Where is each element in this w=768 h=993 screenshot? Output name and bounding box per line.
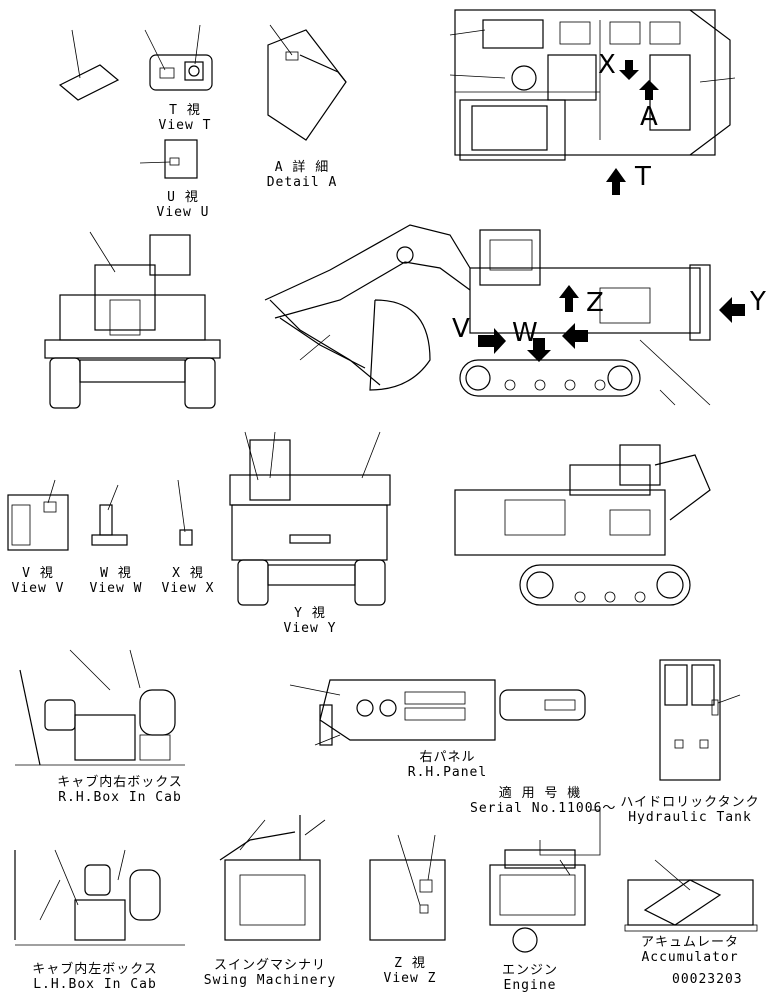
arrow-letter-x: X <box>598 50 617 80</box>
caption-view-w-en: View W <box>89 581 143 596</box>
hydraulic-tank-sketch <box>659 659 741 781</box>
caption-serial-en: Serial No.11006～ <box>470 801 617 816</box>
caption-accumulator-en: Accumulator <box>641 950 739 965</box>
caption-detail-a-en: Detail A <box>266 175 338 190</box>
plan-view-machine <box>449 9 736 195</box>
caption-view-y: Y 視 View Y <box>280 606 340 636</box>
arrow-letter-v: V <box>452 314 471 344</box>
caption-lh-box-jp: キャブ内左ボックス <box>32 962 158 977</box>
caption-view-y-jp: Y 視 <box>294 606 326 621</box>
caption-view-z: Z 視 View Z <box>375 956 445 986</box>
view-y-rear <box>229 431 391 606</box>
view-w-sketch <box>91 484 128 546</box>
rh-panel-sketch <box>289 679 586 746</box>
caption-view-z-en: View Z <box>383 971 437 986</box>
detail-a-sketch <box>267 24 347 141</box>
caption-view-z-jp: Z 視 <box>394 956 426 971</box>
caption-rh-box-jp: キャブ内右ボックス <box>57 775 183 790</box>
caption-view-v-jp: V 視 <box>22 566 54 581</box>
caption-view-x: X 視 View X <box>158 566 218 596</box>
side-view-excavator <box>264 224 745 406</box>
caption-rh-box-en: R.H.Box In Cab <box>58 790 182 805</box>
caption-serial: 適 用 号 機 Serial No.11006～ <box>470 786 617 816</box>
caption-swing-en: Swing Machinery <box>203 973 337 988</box>
lh-box-sketch <box>14 849 185 946</box>
view-v-sketch <box>7 479 69 551</box>
caption-accumulator-jp: アキュムレータ <box>640 935 739 950</box>
caption-view-w-jp: W 視 <box>100 566 132 581</box>
caption-engine-en: Engine <box>503 978 557 993</box>
caption-detail-a-jp: A 詳 細 <box>274 160 330 175</box>
view-t-sketch <box>144 24 213 91</box>
caption-lh-box: キャブ内左ボックス L.H.Box In Cab <box>25 962 165 992</box>
caption-serial-jp: 適 用 号 機 <box>498 786 582 801</box>
caption-view-t-en: View T <box>158 118 212 133</box>
view-z-sketch <box>369 834 446 941</box>
caption-view-y-en: View Y <box>283 621 337 636</box>
caption-view-v: V 視 View V <box>8 566 68 596</box>
caption-detail-a: A 詳 細 Detail A <box>262 160 342 190</box>
caption-accumulator: アキュムレータ Accumulator <box>625 935 755 965</box>
caption-engine: エンジン Engine <box>495 963 565 993</box>
caption-lh-box-en: L.H.Box In Cab <box>33 977 157 992</box>
caption-hyd-tank: ハイドロリックタンク Hydraulic Tank <box>620 795 760 825</box>
caption-view-v-en: View V <box>11 581 65 596</box>
caption-view-t: T 視 View T <box>150 103 220 133</box>
swing-machinery-sketch <box>219 815 326 941</box>
caption-view-u: U 視 View U <box>148 190 218 220</box>
caption-view-u-en: View U <box>156 205 210 220</box>
caption-rh-panel-en: R.H.Panel <box>407 765 488 780</box>
caption-rh-panel-jp: 右パネル <box>419 750 476 765</box>
caption-view-x-en: View X <box>161 581 215 596</box>
caption-swing: スイングマシナリ Swing Machinery <box>200 958 340 988</box>
caption-rh-box: キャブ内右ボックス R.H.Box In Cab <box>50 775 190 805</box>
caption-hyd-tank-jp: ハイドロリックタンク <box>620 795 760 810</box>
arrow-letter-z: Z <box>586 288 605 318</box>
arrow-letter-w: W <box>512 318 539 348</box>
caption-view-u-jp: U 視 <box>167 190 199 205</box>
arrow-letter-y: Y <box>750 287 767 317</box>
caption-swing-jp: スイングマシナリ <box>213 958 326 973</box>
drawing-number: 00023203 <box>672 972 743 987</box>
view-u-sketch <box>139 139 198 179</box>
serial-bracket <box>539 809 601 856</box>
caption-view-t-jp: T 視 <box>169 103 201 118</box>
caption-view-w: W 視 View W <box>86 566 146 596</box>
front-view-machine <box>44 231 221 409</box>
label-sheet-view <box>58 29 120 101</box>
engine-sketch <box>489 849 586 953</box>
arrow-letter-t: T <box>635 162 652 192</box>
accumulator-sketch <box>624 859 758 932</box>
caption-hyd-tank-en: Hydraulic Tank <box>628 810 752 825</box>
caption-engine-jp: エンジン <box>501 963 558 978</box>
rh-box-sketch <box>15 649 185 766</box>
caption-rh-panel: 右パネル R.H.Panel <box>400 750 495 780</box>
view-x-sketch <box>177 479 193 546</box>
arrow-letter-a: A <box>640 102 659 132</box>
side-view-2 <box>454 444 711 606</box>
caption-view-x-jp: X 視 <box>172 566 204 581</box>
